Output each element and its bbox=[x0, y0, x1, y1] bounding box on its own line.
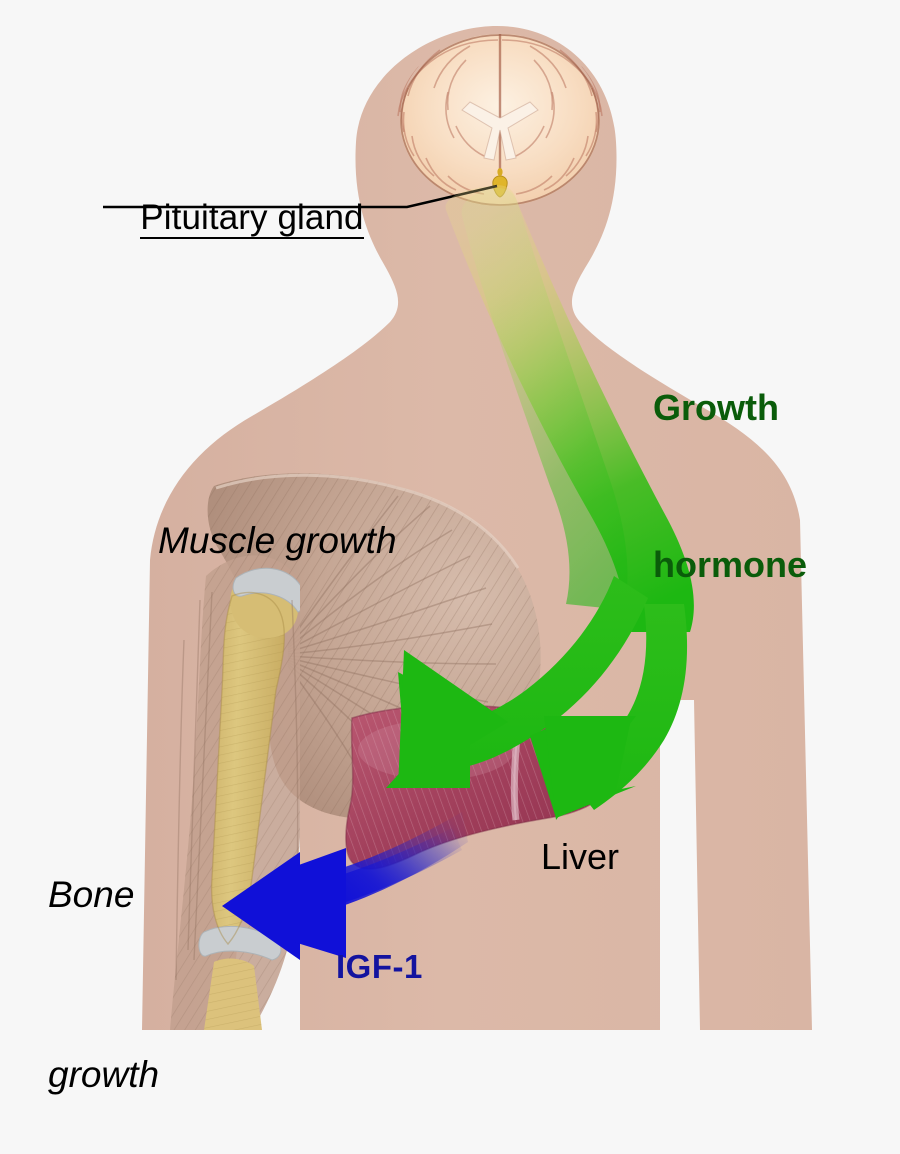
growth-hormone-arrows bbox=[386, 185, 694, 820]
brain-coronal-section bbox=[397, 34, 603, 206]
igf1-arrow bbox=[222, 812, 468, 960]
